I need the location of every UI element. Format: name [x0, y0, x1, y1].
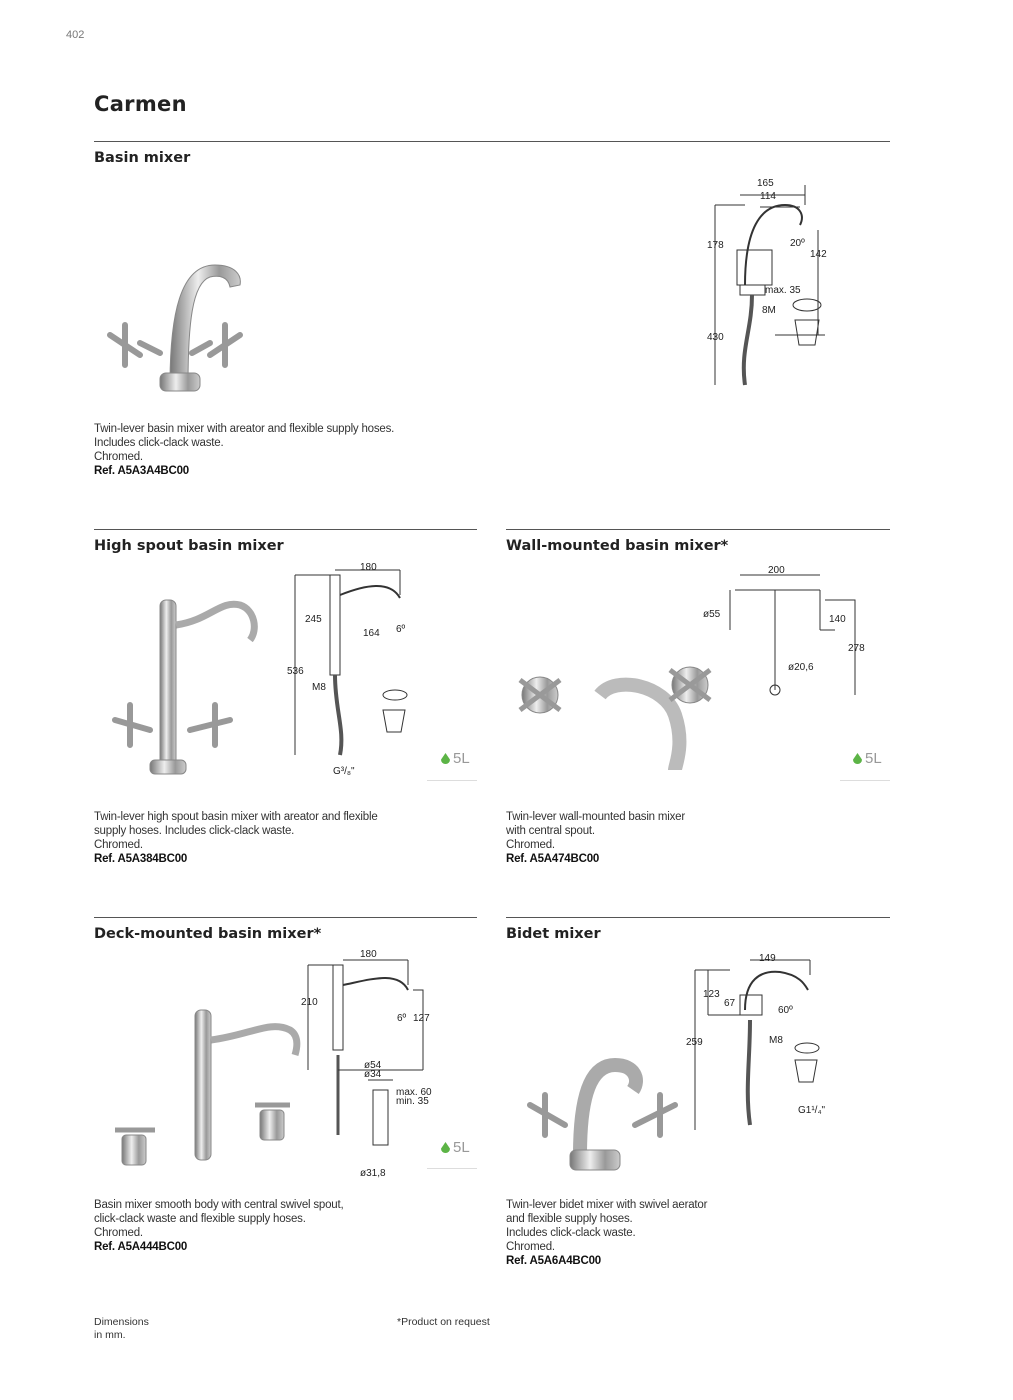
technical-drawing [694, 959, 820, 1130]
product-ref: Ref. A5A474BC00 [506, 853, 600, 865]
dim-label: 259 [686, 1037, 703, 1048]
product-title: Deck-mounted basin mixer* [94, 926, 322, 942]
product-photo-basin-mixer [107, 264, 243, 392]
dim-label: 180 [360, 562, 377, 573]
dim-label: 20º [790, 238, 805, 249]
dim-label: 142 [810, 249, 827, 260]
dim-label: 127 [413, 1013, 430, 1024]
dim-label: 180 [360, 949, 377, 960]
dim-label: 114 [760, 191, 776, 202]
dim-label: 178 [707, 240, 724, 251]
water-drop-icon [853, 753, 862, 764]
dim-label: G1¹/₄" [798, 1105, 826, 1116]
divider [506, 529, 890, 530]
dim-label: 6º [396, 624, 406, 635]
product-title: High spout basin mixer [94, 538, 284, 554]
technical-drawing [294, 569, 408, 756]
dim-label: 6º [397, 1013, 407, 1024]
product-photo-wall-mounted [518, 666, 712, 772]
water-saving-badge: 5L [441, 750, 470, 767]
dim-label: ø34 [364, 1069, 382, 1080]
dim-label: ø20,6 [788, 662, 814, 673]
water-saving-badge: 5L [853, 750, 882, 767]
product-on-request-note: *Product on request [397, 1316, 490, 1328]
water-drop-icon [441, 1142, 450, 1153]
divider [94, 917, 477, 918]
page-title: Carmen [94, 92, 187, 116]
dim-label: 123 [703, 989, 720, 1000]
dim-label: 8M [762, 305, 776, 316]
technical-drawing [729, 574, 856, 696]
dim-label: 164 [363, 628, 380, 639]
dim-label: M8 [769, 1035, 783, 1046]
divider [840, 780, 890, 781]
product-photo-deck-mounted [115, 1009, 301, 1166]
product-title: Basin mixer [94, 150, 191, 166]
product-description: Basin mixer smooth body with central swi… [94, 1199, 344, 1253]
dim-label: 210 [301, 997, 318, 1008]
dim-label: G³/₈" [333, 766, 355, 777]
product-description: Twin-lever bidet mixer with swivel aerat… [506, 1199, 708, 1267]
dim-label: 278 [848, 643, 865, 654]
divider [94, 141, 890, 142]
product-description: Twin-lever basin mixer with areator and … [94, 423, 395, 477]
dim-label: M8 [312, 682, 326, 693]
dim-label: 140 [829, 614, 846, 625]
product-description: Twin-lever high spout basin mixer with a… [94, 811, 378, 865]
product-photo-bidet-mixer [527, 1057, 678, 1171]
dim-label: ø54 [364, 1060, 382, 1071]
product-ref: Ref. A5A384BC00 [94, 853, 188, 865]
dim-label: min. 35 [396, 1096, 429, 1107]
dim-label: 200 [768, 565, 785, 576]
product-title: Wall-mounted basin mixer* [506, 538, 729, 554]
divider [427, 1168, 477, 1169]
divider [427, 780, 477, 781]
dim-label: max. 60 [396, 1087, 432, 1098]
product-photo-high-spout [112, 599, 258, 775]
divider [506, 917, 890, 918]
dim-label: 430 [707, 332, 724, 343]
dim-label: ø31,8 [360, 1168, 386, 1179]
dim-label: 536 [287, 666, 304, 677]
technical-drawing [714, 185, 825, 386]
dim-label: max. 35 [765, 285, 801, 296]
dim-label: 165 [757, 178, 774, 189]
dim-label: 67 [724, 998, 736, 1009]
dim-label: 245 [305, 614, 322, 625]
product-ref: Ref. A5A3A4BC00 [94, 465, 189, 477]
water-saving-badge: 5L [441, 1139, 470, 1156]
dim-label: 149 [759, 953, 776, 964]
page-number: 402 [66, 29, 85, 41]
divider [94, 529, 477, 530]
product-title: Bidet mixer [506, 926, 601, 942]
water-drop-icon [441, 753, 450, 764]
product-ref: Ref. A5A6A4BC00 [506, 1255, 601, 1267]
dim-label: 60º [778, 1005, 793, 1016]
technical-drawing [307, 959, 424, 1146]
product-ref: Ref. A5A444BC00 [94, 1241, 188, 1253]
dim-label: ø55 [703, 609, 721, 620]
